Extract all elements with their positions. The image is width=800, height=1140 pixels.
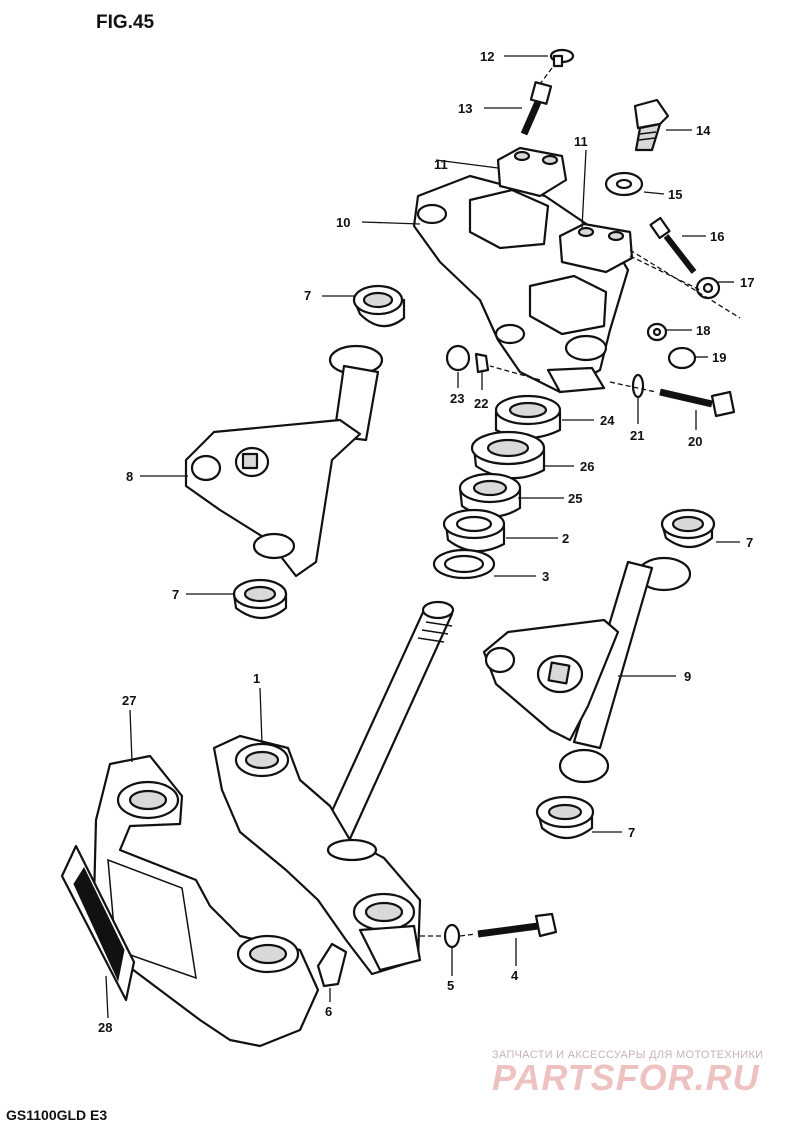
callout-16: 16 bbox=[710, 229, 724, 244]
callout-26: 26 bbox=[580, 459, 594, 474]
part-8-left-bracket bbox=[184, 344, 384, 578]
callout-7-upper-right: 7 bbox=[746, 535, 753, 550]
leader-lines bbox=[105, 55, 740, 1019]
part-3-seal bbox=[432, 548, 496, 580]
callout-7-upper-left: 7 bbox=[304, 288, 311, 303]
part-7-grommet-upper-left bbox=[352, 284, 406, 328]
figure-title: FIG.45 bbox=[96, 12, 155, 33]
callout-1: 1 bbox=[253, 671, 260, 686]
part-5-washer bbox=[443, 923, 461, 949]
callout-12: 12 bbox=[480, 49, 494, 64]
callout-9: 9 bbox=[684, 669, 691, 684]
callout-8: 8 bbox=[126, 469, 133, 484]
callout-22: 22 bbox=[474, 396, 488, 411]
part-17-nut bbox=[695, 276, 721, 300]
part-13-bolt bbox=[520, 81, 553, 136]
callout-14: 14 bbox=[696, 123, 711, 138]
part-23-cap bbox=[445, 344, 471, 372]
part-15-washer bbox=[604, 171, 644, 197]
part-24-nut bbox=[494, 394, 562, 440]
callout-11-right: 11 bbox=[574, 134, 588, 149]
callout-labels: 12 13 14 15 16 17 18 19 11 11 10 7 23 22… bbox=[98, 49, 754, 1035]
part-7-grommet-lower-right bbox=[535, 795, 595, 840]
callout-28: 28 bbox=[98, 1020, 112, 1035]
callout-19: 19 bbox=[712, 350, 726, 365]
callout-27: 27 bbox=[122, 693, 136, 708]
callout-13: 13 bbox=[458, 101, 472, 116]
part-20-bolt bbox=[659, 388, 736, 418]
callout-4: 4 bbox=[511, 968, 519, 983]
part-18-washer bbox=[646, 322, 668, 342]
callout-7-lower-right: 7 bbox=[628, 825, 635, 840]
callout-25: 25 bbox=[568, 491, 582, 506]
part-11-holder-right bbox=[558, 222, 634, 274]
callout-23: 23 bbox=[450, 391, 464, 406]
watermark-tagline: ЗАПЧАСТИ И АКСЕССУАРЫ ДЛЯ МОТОТЕХНИКИ bbox=[492, 1049, 763, 1061]
part-6-clip bbox=[316, 942, 348, 988]
part-26-bearing-race bbox=[470, 430, 546, 480]
callout-11-left: 11 bbox=[434, 157, 448, 172]
part-1-steering-stem bbox=[212, 600, 455, 976]
part-16-bolt bbox=[649, 216, 697, 274]
part-11-holder-left bbox=[496, 146, 568, 198]
watermark-brand: PARTSFOR.RU bbox=[492, 1057, 760, 1098]
callout-7-lower-left: 7 bbox=[172, 587, 179, 602]
callout-5: 5 bbox=[447, 978, 454, 993]
callout-6: 6 bbox=[325, 1004, 332, 1019]
part-4-bolt bbox=[477, 912, 558, 938]
callout-18: 18 bbox=[696, 323, 710, 338]
callout-3: 3 bbox=[542, 569, 549, 584]
callout-20: 20 bbox=[688, 434, 702, 449]
part-28-emblem bbox=[60, 844, 136, 1002]
callout-17: 17 bbox=[740, 275, 754, 290]
assembly-lines bbox=[420, 67, 741, 937]
part-22-clip bbox=[474, 352, 490, 374]
part-19-cap bbox=[667, 346, 697, 370]
part-9-right-bracket bbox=[482, 556, 692, 784]
callout-24: 24 bbox=[600, 413, 615, 428]
part-21-washer bbox=[631, 373, 645, 399]
model-code: GS1100GLD E3 bbox=[6, 1107, 107, 1123]
part-2-bearing-race bbox=[442, 508, 506, 553]
part-14-bolt bbox=[633, 98, 670, 152]
callout-21: 21 bbox=[630, 428, 644, 443]
callout-10: 10 bbox=[336, 215, 350, 230]
part-12-screw bbox=[549, 48, 575, 68]
callout-15: 15 bbox=[668, 187, 682, 202]
part-7-grommet-upper-right bbox=[660, 508, 716, 549]
callout-2: 2 bbox=[562, 531, 569, 546]
part-7-grommet-lower-left bbox=[232, 578, 288, 620]
